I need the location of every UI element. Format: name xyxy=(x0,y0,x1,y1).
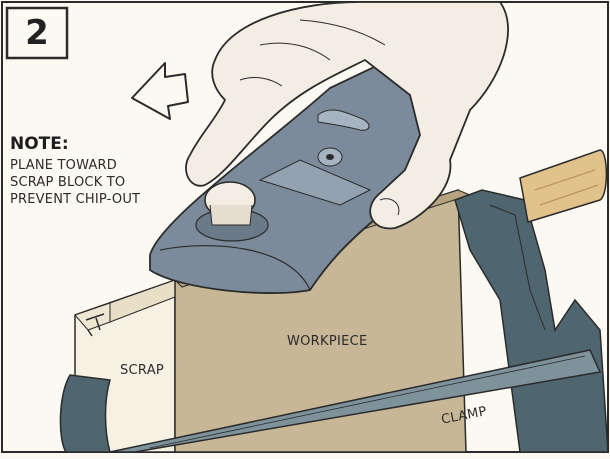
scrap-label: SCRAP xyxy=(120,363,165,378)
note-text: PLANE TOWARD SCRAP BLOCK TO PREVENT CHIP… xyxy=(10,157,140,208)
hand xyxy=(185,1,509,230)
workpiece-label: WORKPIECE xyxy=(287,334,368,349)
step-number: 2 xyxy=(25,13,49,53)
note-line: SCRAP BLOCK TO xyxy=(10,175,126,190)
note-line: PLANE TOWARD xyxy=(10,158,117,173)
hand-plane xyxy=(149,48,436,294)
step-number-box xyxy=(5,6,69,60)
bar-clamp xyxy=(59,149,609,453)
note-line: PREVENT CHIP-OUT xyxy=(10,192,141,207)
left-arrow-icon xyxy=(131,62,189,120)
note-heading: NOTE: xyxy=(10,134,69,154)
